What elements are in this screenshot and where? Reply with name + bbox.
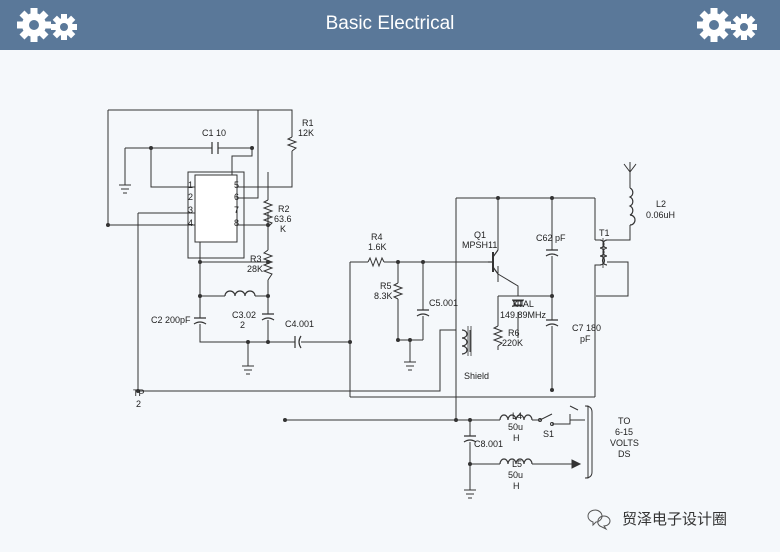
label-tp-val: 2 — [136, 399, 141, 409]
capacitor-c6 — [545, 249, 559, 257]
label-c5: C5.001 — [429, 298, 458, 308]
junctions — [106, 146, 554, 466]
label-s1: S1 — [543, 429, 554, 439]
label-pin7: 7 — [234, 205, 239, 215]
label-l2-val: 0.06uH — [646, 210, 675, 220]
label-pin8: 8 — [234, 218, 239, 228]
transistor-q1 — [488, 249, 499, 275]
capacitor-c3 — [261, 313, 275, 321]
label-r3-name: R3 — [250, 254, 262, 264]
label-tp-name: TP — [133, 388, 145, 398]
label-q1-part: MPSH11 — [462, 240, 497, 250]
wechat-icon — [587, 509, 611, 531]
antenna-icon — [623, 162, 637, 173]
capacitor-c2 — [193, 317, 207, 325]
capacitor-c4 — [294, 335, 302, 349]
resistor-r3 — [262, 249, 274, 281]
resistor-r1 — [286, 136, 298, 152]
label-r2-val: 63.6 — [274, 214, 292, 224]
label-c8: C8.001 — [474, 439, 503, 449]
label-q1-name: Q1 — [474, 230, 486, 240]
label-l5-unit: H — [513, 481, 520, 491]
label-pin1: 1 — [188, 180, 193, 190]
label-r4-name: R4 — [371, 232, 383, 242]
label-pin3: 3 — [188, 205, 193, 215]
switch-s1 — [538, 418, 554, 426]
resistor-r6 — [492, 325, 504, 347]
label-xtal-val: 149.89MHz — [500, 310, 547, 320]
ic-chip — [194, 174, 238, 243]
resistor-r5 — [392, 282, 404, 300]
label-r1-name: R1 — [302, 118, 314, 128]
shield-coil — [461, 329, 468, 355]
label-c3-val: 2 — [240, 320, 245, 330]
label-to-4: DS — [618, 449, 631, 459]
watermark-text: 贸泽电子设计圈 — [622, 511, 727, 528]
transformer-t1 — [599, 239, 608, 266]
label-c7-name: C7 180 — [572, 323, 601, 333]
label-r1-val: 12K — [298, 128, 314, 138]
label-l5-val: 50u — [508, 470, 523, 480]
label-xtal-name: XTAL — [512, 299, 534, 309]
output-arrows — [570, 419, 585, 469]
gears-icon[interactable] — [696, 5, 762, 45]
label-c7-unit: pF — [580, 334, 591, 344]
label-pin4: 4 — [188, 218, 193, 228]
label-pin2: 2 — [188, 192, 193, 202]
capacitor-c8 — [463, 435, 477, 443]
label-l4-unit: H — [513, 433, 520, 443]
page-title: Basic Electrical — [325, 13, 455, 34]
label-c3-name: C3.02 — [232, 310, 256, 320]
label-r3-val: 28K — [247, 264, 263, 274]
label-pin5: 5 — [234, 180, 239, 190]
label-l5-name: L5 — [512, 459, 522, 469]
capacitor-c1 — [211, 142, 219, 154]
inductor-l2 — [628, 187, 636, 226]
resistor-r4 — [367, 256, 385, 268]
watermark: 贸泽电子设计圈 — [587, 509, 727, 531]
header-bar: Basic Electrical — [0, 0, 780, 50]
label-l4-name: L4 — [512, 411, 522, 421]
schematic-diagram: C1 10 R1 12K 1 2 3 4 5 6 7 8 R2 63.6 K R… — [106, 109, 727, 531]
label-r6-name: R6 — [508, 328, 520, 338]
crystal-xtal — [512, 299, 524, 307]
label-r2-name: R2 — [278, 204, 290, 214]
label-to-3: VOLTS — [610, 438, 639, 448]
label-r4-val: 1.6K — [368, 242, 387, 252]
label-c1: C1 10 — [202, 128, 226, 138]
capacitor-c5 — [416, 309, 430, 317]
label-r5-val: 8.3K — [374, 291, 393, 301]
label-c2: C2 200pF — [151, 315, 191, 325]
inductor-l1 — [224, 290, 256, 297]
label-c4: C4.001 — [285, 319, 314, 329]
label-r5-name: R5 — [380, 281, 392, 291]
capacitor-c7 — [545, 319, 559, 327]
wires — [107, 109, 631, 499]
label-to-1: TO — [618, 416, 630, 426]
capacitors — [193, 142, 559, 443]
inductor-l4 — [499, 414, 533, 421]
label-shield: Shield — [464, 371, 489, 381]
label-r6-val: 220K — [502, 338, 523, 348]
label-to-2: 6-15 — [615, 427, 633, 437]
resistors — [262, 136, 504, 347]
gears-icon[interactable] — [16, 5, 82, 45]
inductors — [224, 187, 636, 465]
resistor-r2 — [262, 199, 274, 228]
label-t1: T1 — [599, 228, 610, 238]
label-c6: C62 pF — [536, 233, 566, 243]
component-labels: C1 10 R1 12K 1 2 3 4 5 6 7 8 R2 63.6 K R… — [133, 118, 675, 491]
label-pin6: 6 — [234, 192, 239, 202]
label-l2-name: L2 — [656, 199, 666, 209]
label-l4-val: 50u — [508, 422, 523, 432]
label-r2-unit: K — [280, 224, 286, 234]
inductor-l5 — [499, 458, 533, 465]
